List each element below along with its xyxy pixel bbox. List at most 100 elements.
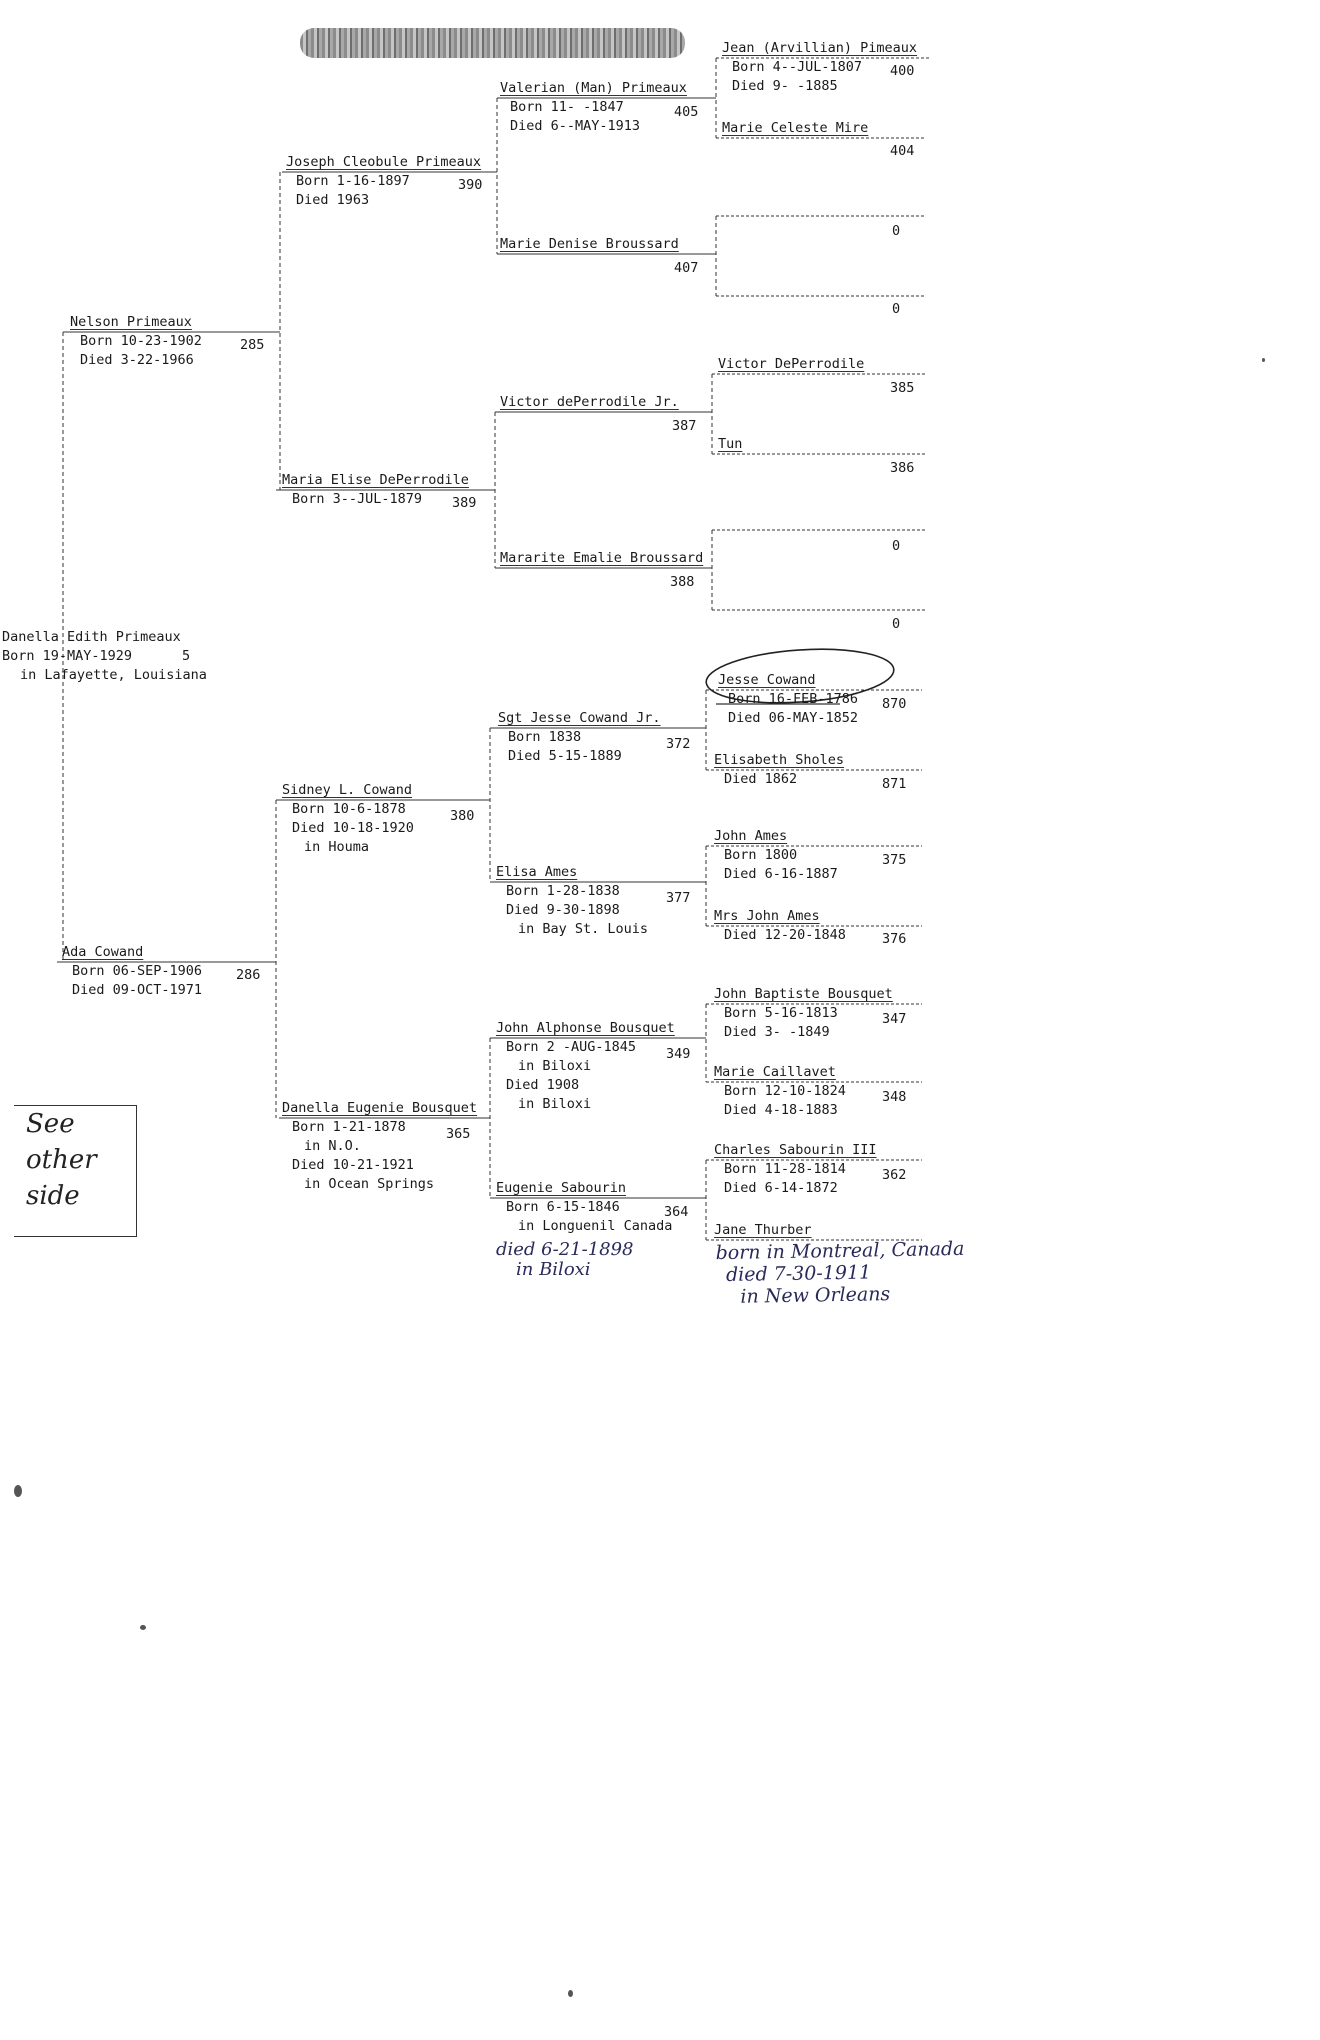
person-born: Born 06-SEP-1906 bbox=[72, 963, 203, 979]
person-id: 348 bbox=[882, 1089, 907, 1105]
person-born: Born 19-MAY-1929 bbox=[2, 648, 133, 664]
person-valerian-primeaux: Valerian (Man) Primeaux Born 11- -1847 D… bbox=[500, 79, 687, 136]
person-died: Died 1862 bbox=[724, 771, 798, 787]
person-id-empty: 0 bbox=[892, 301, 901, 317]
person-place: in Bay St. Louis bbox=[518, 921, 649, 937]
person-maria-elise-deperrodile: Maria Elise DePerrodile Born 3--JUL-1879 bbox=[282, 471, 469, 509]
person-name: Jean (Arvillian) Pimeaux bbox=[722, 40, 918, 56]
person-id: 364 bbox=[664, 1204, 689, 1220]
person-eugenie-sabourin: Eugenie Sabourin Born 6-15-1846 in Longu… bbox=[496, 1179, 672, 1236]
person-born: Born 1-21-1878 bbox=[292, 1119, 406, 1135]
person-name: Eugenie Sabourin bbox=[496, 1180, 627, 1196]
handwritten-line: in New Orleans bbox=[740, 1283, 891, 1308]
person-born: Born 12-10-1824 bbox=[724, 1083, 846, 1099]
person-died: Died 9- -1885 bbox=[732, 78, 838, 94]
person-id: 389 bbox=[452, 495, 477, 511]
person-joseph-cleobule-primeaux: Joseph Cleobule Primeaux Born 1-16-1897 … bbox=[286, 153, 481, 210]
person-tun: Tun bbox=[718, 435, 742, 454]
person-place: in Longuenil Canada bbox=[518, 1218, 673, 1234]
person-john-ames: John Ames Born 1800 Died 6-16-1887 bbox=[714, 827, 838, 884]
person-name: John Ames bbox=[714, 828, 788, 844]
person-id: 365 bbox=[446, 1126, 471, 1142]
person-name: Jesse Cowand bbox=[718, 672, 816, 688]
person-died: Died 6--MAY-1913 bbox=[510, 118, 641, 134]
smudged-stamp-mark bbox=[300, 28, 685, 58]
person-sgt-jesse-cowand-jr: Sgt Jesse Cowand Jr. Born 1838 Died 5-15… bbox=[498, 709, 661, 766]
scan-speck bbox=[568, 1990, 573, 1997]
person-name: Marie Denise Broussard bbox=[500, 236, 679, 252]
scan-speck bbox=[140, 1625, 146, 1630]
person-id: 871 bbox=[882, 776, 907, 792]
person-mararite-emalie-broussard: Mararite Emalie Broussard bbox=[500, 549, 703, 568]
person-born: Born 1-28-1838 bbox=[506, 883, 620, 899]
person-id: 375 bbox=[882, 852, 907, 868]
person-name: John Baptiste Bousquet bbox=[714, 986, 893, 1002]
person-name: Mrs John Ames bbox=[714, 908, 820, 924]
person-id: 404 bbox=[890, 143, 915, 159]
person-died: Died 3-22-1966 bbox=[80, 352, 194, 368]
handwritten-line: died 6-21-1898 bbox=[496, 1239, 634, 1260]
person-born: Born 11- -1847 bbox=[510, 99, 624, 115]
person-born: Born 10-6-1878 bbox=[292, 801, 406, 817]
person-died: Died 06-MAY-1852 bbox=[728, 710, 859, 726]
person-died: Died 9-30-1898 bbox=[506, 902, 620, 918]
person-died: Died 5-15-1889 bbox=[508, 748, 622, 764]
handwritten-note-eugenie: died 6-21-1898 in Biloxi bbox=[496, 1240, 634, 1280]
person-born: Born 4--JUL-1807 bbox=[732, 59, 863, 75]
person-mrs-john-ames: Mrs John Ames Died 12-20-1848 bbox=[714, 907, 846, 945]
person-died: Died 3- -1849 bbox=[724, 1024, 830, 1040]
scan-speck bbox=[14, 1485, 22, 1497]
person-id: 387 bbox=[672, 418, 697, 434]
person-id: 870 bbox=[882, 696, 907, 712]
person-elisa-ames: Elisa Ames Born 1-28-1838 Died 9-30-1898… bbox=[496, 863, 648, 939]
person-marie-celeste-mire: Marie Celeste Mire bbox=[722, 119, 868, 138]
person-john-baptiste-bousquet: John Baptiste Bousquet Born 5-16-1813 Di… bbox=[714, 985, 893, 1042]
person-name: Maria Elise DePerrodile bbox=[282, 472, 469, 488]
person-died: Died 6-14-1872 bbox=[724, 1180, 838, 1196]
person-id: 372 bbox=[666, 736, 691, 752]
person-died-place: in Ocean Springs bbox=[304, 1176, 435, 1192]
person-died: Died 4-18-1883 bbox=[724, 1102, 838, 1118]
person-died: Died 1908 bbox=[506, 1077, 580, 1093]
person-id: 286 bbox=[236, 967, 261, 983]
person-died: Died 12-20-1848 bbox=[724, 927, 846, 943]
person-name: Tun bbox=[718, 436, 743, 452]
person-name: Danella Edith Primeaux bbox=[2, 629, 181, 645]
person-id-empty: 0 bbox=[892, 223, 901, 239]
person-name: Joseph Cleobule Primeaux bbox=[286, 154, 482, 170]
person-died: Died 6-16-1887 bbox=[724, 866, 838, 882]
person-victor-deperrodile: Victor DePerrodile bbox=[718, 355, 864, 374]
person-born: Born 6-15-1846 bbox=[506, 1199, 620, 1215]
person-id: 377 bbox=[666, 890, 691, 906]
person-born-place: in N.O. bbox=[304, 1138, 361, 1154]
person-name: Elisa Ames bbox=[496, 864, 578, 880]
person-died: Died 09-OCT-1971 bbox=[72, 982, 203, 998]
person-name: Charles Sabourin III bbox=[714, 1142, 877, 1158]
person-place: in Lafayette, Louisiana bbox=[20, 667, 207, 683]
person-john-alphonse-bousquet: John Alphonse Bousquet Born 2 -AUG-1845 … bbox=[496, 1019, 675, 1114]
person-root: Danella Edith Primeaux Born 19-MAY-1929 … bbox=[2, 628, 207, 685]
person-id: 386 bbox=[890, 460, 915, 476]
person-died: Died 10-18-1920 bbox=[292, 820, 414, 836]
person-nelson-primeaux: Nelson Primeaux Born 10-23-1902 Died 3-2… bbox=[70, 313, 202, 370]
person-born: Born 1-16-1897 bbox=[296, 173, 410, 189]
person-born: Born 1838 bbox=[508, 729, 582, 745]
person-born: Born 11-28-1814 bbox=[724, 1161, 846, 1177]
person-id: 388 bbox=[670, 574, 695, 590]
person-name: Jane Thurber bbox=[714, 1222, 812, 1238]
person-name: Sidney L. Cowand bbox=[282, 782, 413, 798]
person-marie-caillavet: Marie Caillavet Born 12-10-1824 Died 4-1… bbox=[714, 1063, 846, 1120]
person-name: Sgt Jesse Cowand Jr. bbox=[498, 710, 661, 726]
person-marie-denise-broussard: Marie Denise Broussard bbox=[500, 235, 679, 254]
person-name: Elisabeth Sholes bbox=[714, 752, 845, 768]
handwritten-note-jane: born in Montreal, Canada died 7-30-1911 … bbox=[715, 1238, 965, 1308]
person-id: 347 bbox=[882, 1011, 907, 1027]
person-name: John Alphonse Bousquet bbox=[496, 1020, 675, 1036]
person-name: Valerian (Man) Primeaux bbox=[500, 80, 687, 96]
scan-speck bbox=[1262, 358, 1265, 362]
person-died-place: in Biloxi bbox=[518, 1096, 592, 1112]
person-born: Born 16-FEB-1786 bbox=[728, 691, 859, 707]
person-name: Nelson Primeaux bbox=[70, 314, 192, 330]
